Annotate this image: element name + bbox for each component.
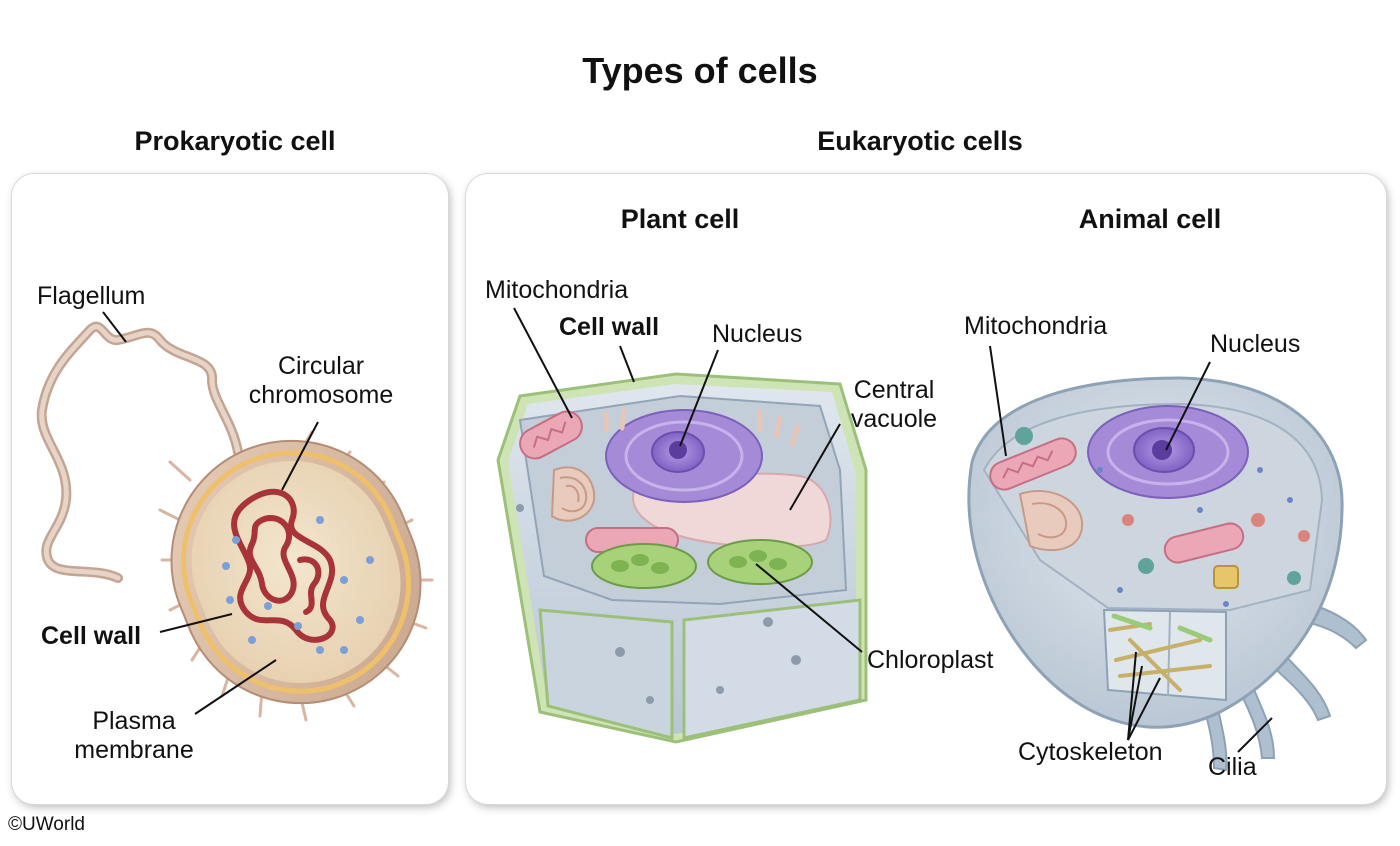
label-central-vacuole-line2: vacuole: [850, 404, 938, 433]
prokaryotic-heading: Prokaryotic cell: [134, 126, 336, 156]
label-cytoskeleton: Cytoskeleton: [1018, 738, 1163, 766]
animal-mitochondria-shape: [989, 437, 1077, 491]
plant-mitochondria-shape: [519, 410, 583, 460]
label-nucleus-animal: Nucleus: [1210, 330, 1301, 358]
plant-cell-drawing: [496, 372, 868, 744]
page-title: Types of cells: [582, 50, 818, 91]
label-cell-wall-prokaryote: Cell wall: [41, 622, 142, 650]
chloroplast-shape: [591, 539, 813, 589]
circular-chromosome-shape: [231, 488, 336, 643]
label-plasma-membrane-line1: Plasma: [92, 707, 176, 735]
animal-cell-heading: Animal cell: [1078, 204, 1222, 234]
label-central-vacuole-line1: Central: [853, 376, 935, 404]
copyright-credit: ©UWorld: [8, 814, 85, 835]
label-chloroplast: Chloroplast: [867, 646, 994, 674]
label-cell-wall-plant: Cell wall: [559, 313, 660, 341]
label-circular-chromosome: Circular chromosome: [236, 352, 406, 410]
label-circular-chromosome-line2: chromosome: [248, 380, 394, 409]
label-cilia: Cilia: [1208, 753, 1257, 781]
leader-lines: [102, 307, 1273, 753]
animal-cell-drawing: [967, 376, 1368, 772]
ribosomes: [222, 516, 374, 654]
plant-cell-heading: Plant cell: [620, 204, 740, 234]
eukaryotic-heading: Eukaryotic cells: [817, 126, 1023, 156]
label-plasma-membrane: Plasma membrane: [64, 707, 204, 765]
label-plasma-membrane-line2: membrane: [74, 735, 194, 764]
golgi-shape: [550, 466, 596, 522]
label-central-vacuole: Central vacuole: [840, 376, 948, 434]
label-nucleus-plant: Nucleus: [712, 320, 803, 348]
prokaryote-drawing: [36, 321, 434, 722]
label-mitochondria-animal: Mitochondria: [964, 312, 1108, 340]
label-circular-chromosome-line1: Circular: [277, 352, 365, 380]
label-flagellum: Flagellum: [37, 282, 146, 310]
label-mitochondria-plant: Mitochondria: [485, 276, 629, 304]
